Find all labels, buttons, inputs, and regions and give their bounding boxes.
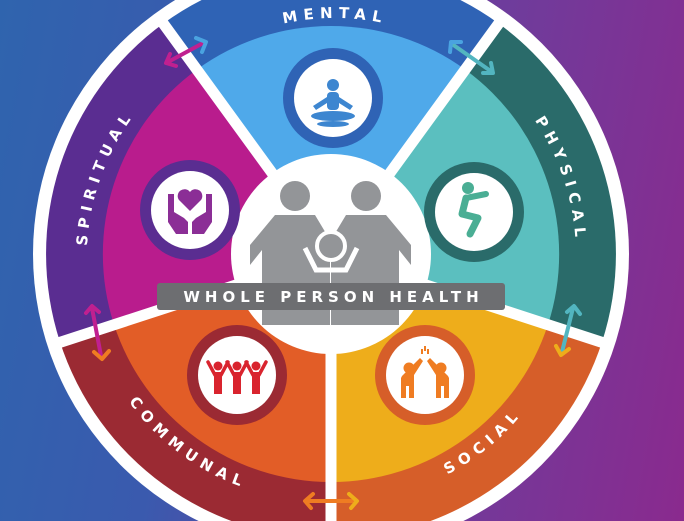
double-arrow-icon: [84, 36, 582, 510]
label-mental: MENTAL: [281, 4, 389, 28]
meditation-icon: [283, 48, 383, 148]
exercise-squat-icon: [424, 162, 524, 262]
group-people-icon: [187, 325, 287, 425]
whole-person-health-banner: WHOLE PERSON HEALTH: [157, 283, 505, 310]
high-five-icon: [375, 325, 475, 425]
heart-hands-icon: [140, 160, 240, 260]
